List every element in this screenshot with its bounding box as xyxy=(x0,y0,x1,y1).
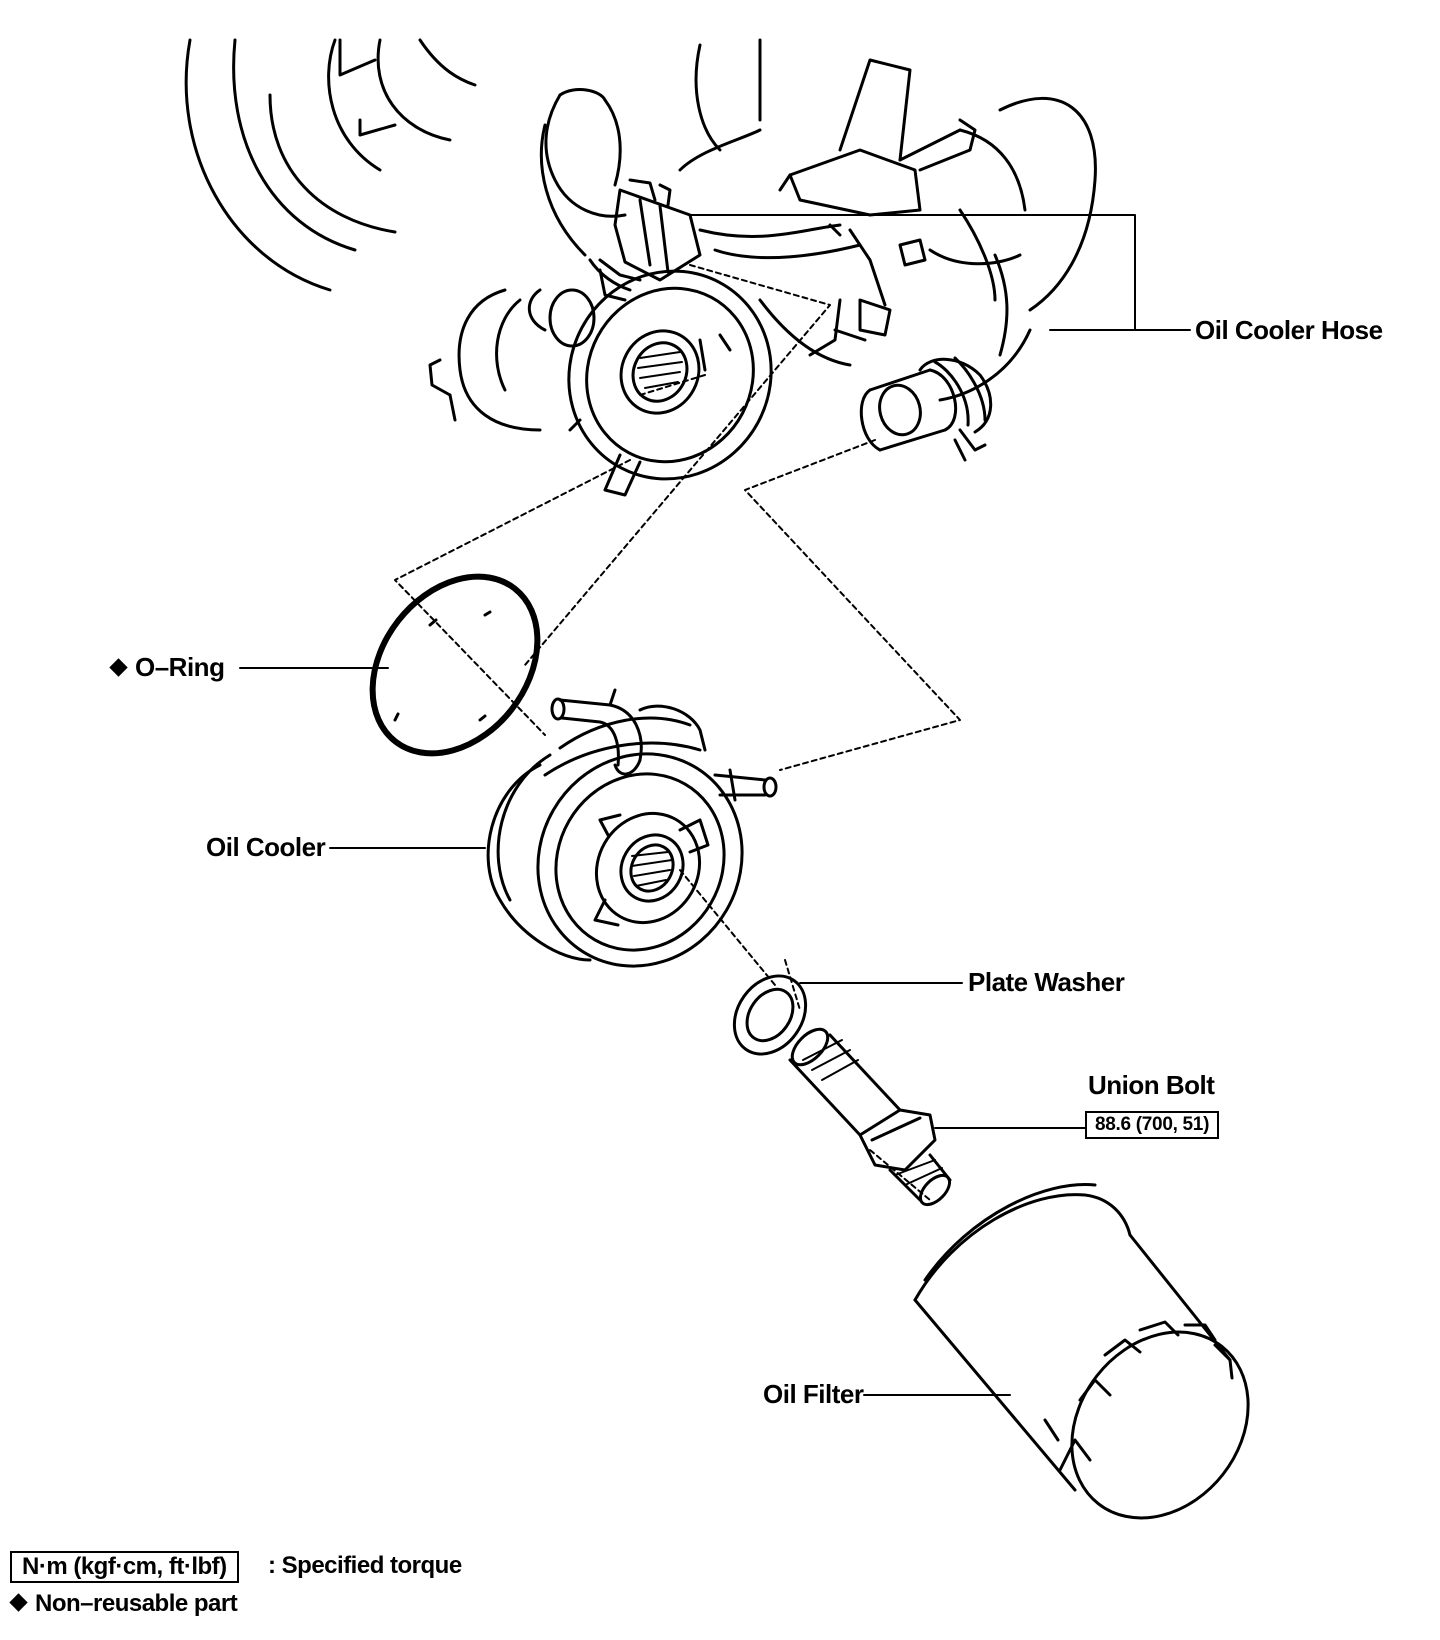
label-oil-filter: Oil Filter xyxy=(763,1379,864,1409)
assembly-dashed-lines xyxy=(394,264,961,1201)
legend-non-reusable: Non–reusable part xyxy=(9,1590,238,1618)
union-bolt-drawing xyxy=(788,1027,952,1207)
oil-cooler-drawing xyxy=(486,688,778,968)
plate-washer-drawing xyxy=(732,974,808,1056)
diamond-icon xyxy=(109,657,128,677)
label-oil-cooler-hose: Oil Cooler Hose xyxy=(1195,315,1383,345)
o-ring-drawing xyxy=(369,573,541,757)
label-o-ring-text: O–Ring xyxy=(135,652,225,682)
engine-block-drawing xyxy=(184,38,1097,402)
leader-lines xyxy=(239,214,1191,1396)
hose-section-drawing xyxy=(859,356,993,462)
union-bolt-torque-box: 88.6 (700, 51) xyxy=(1085,1111,1220,1139)
label-oil-cooler: Oil Cooler xyxy=(206,832,326,862)
label-o-ring: O–Ring xyxy=(109,652,225,683)
legend-torque-desc: : Specified torque xyxy=(268,1552,462,1579)
cooler-mount-drawing xyxy=(428,258,773,497)
legend-torque-unit-box: N·m (kgf·cm, ft·lbf) xyxy=(10,1551,239,1583)
oil-filter-drawing xyxy=(913,1183,1250,1520)
label-plate-washer: Plate Washer xyxy=(968,967,1125,997)
label-union-bolt: Union Bolt xyxy=(1088,1070,1215,1100)
diamond-icon xyxy=(9,1593,28,1612)
legend-non-reusable-text: Non–reusable part xyxy=(35,1590,238,1617)
